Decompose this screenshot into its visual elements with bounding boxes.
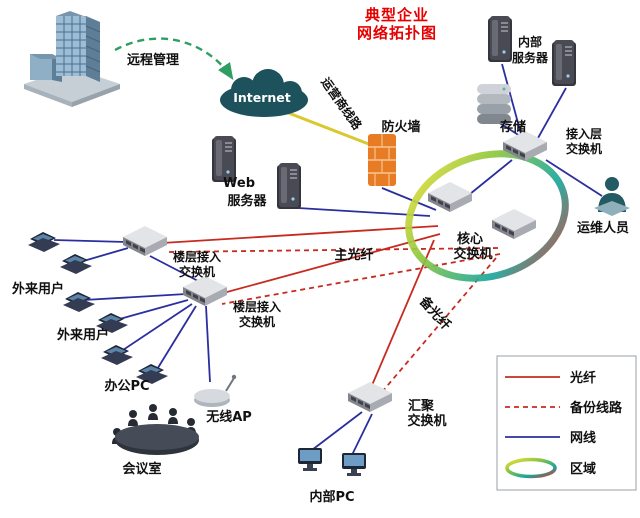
legend-zone-ring xyxy=(505,457,557,479)
wireless-ap-label: 无线AP xyxy=(205,409,252,425)
internal-pc-icon xyxy=(298,448,322,471)
external-user-1-label: 外来用户 xyxy=(11,281,64,297)
internal-pc-label: 内部PC xyxy=(309,489,354,505)
wireless-ap-icon xyxy=(194,374,237,407)
access-ops-link xyxy=(545,159,603,197)
carrier-line-label: 运营商线路 xyxy=(318,75,365,134)
internet-label: Internet xyxy=(233,90,291,105)
legend-cable-label: 网线 xyxy=(570,430,596,446)
floor-switch-1-label-1: 楼层接入 xyxy=(173,249,221,264)
core-switch-icon xyxy=(492,209,536,239)
firewall-icon xyxy=(367,133,397,187)
main-fiber-label: 主光纤 xyxy=(334,247,373,263)
internal-server-label-2: 服务器 xyxy=(512,50,549,65)
aggregation-switch-icon xyxy=(348,382,392,412)
floor-access-switch-icon xyxy=(123,226,167,256)
internal-server-label-1: 内部 xyxy=(518,34,542,49)
internal-pc-icon xyxy=(342,453,366,476)
internal-server-access-link xyxy=(537,87,567,139)
web-server-label-1: Web xyxy=(223,176,255,191)
floor-switch-2-label-2: 交换机 xyxy=(239,314,275,329)
floor-access-switch-icon xyxy=(183,276,227,306)
meeting-room-label: 会议室 xyxy=(122,461,161,477)
core-floor1-backup-link xyxy=(167,247,499,253)
floor2-officepc1-link xyxy=(119,303,193,353)
floor1-laptop2-link xyxy=(79,247,129,263)
external-user-laptop-icon xyxy=(60,254,92,274)
core-floor2-fiber-link xyxy=(215,233,441,296)
firewall-core-link xyxy=(381,187,437,211)
legend-fiber-label: 光纤 xyxy=(569,370,596,386)
core-floor2-backup-link xyxy=(221,253,501,305)
office-pc-label: 办公PC xyxy=(104,378,149,394)
building-icon xyxy=(24,11,120,107)
floor1-floor2-link xyxy=(149,255,201,283)
external-user-laptop-icon xyxy=(28,232,60,252)
core-access-link xyxy=(469,159,513,195)
core-switch-label-1: 核心 xyxy=(457,231,483,247)
web-server-label-2: 服务器 xyxy=(227,193,267,209)
floor2-ap-link xyxy=(205,305,211,383)
legend-box xyxy=(496,355,637,491)
internal-server-icon xyxy=(488,16,512,62)
floor-switch-1-label-2: 交换机 xyxy=(179,264,215,279)
firewall-label: 防火墙 xyxy=(381,119,420,135)
remote-management-link xyxy=(114,37,234,80)
legend: 光纤 备份线路 网线 区域 xyxy=(496,355,637,491)
floor2-laptop4-link xyxy=(115,299,189,321)
core-zone-ring xyxy=(405,150,569,282)
access-layer-switch-label-1: 接入层 xyxy=(566,126,602,141)
aggregation-switch-label-1: 汇聚 xyxy=(408,399,435,414)
meeting-room-icon xyxy=(112,404,199,455)
diagram-title-line1: 典型企业 xyxy=(365,6,429,24)
floor1-laptop1-link xyxy=(53,239,127,243)
internet-cloud-icon xyxy=(220,69,308,117)
access-layer-switch-label-2: 交换机 xyxy=(566,141,602,156)
storage-access-link xyxy=(497,121,521,137)
ops-staff-icon xyxy=(594,177,630,216)
legend-zone-label: 区域 xyxy=(570,461,596,477)
legend-backup-label: 备份线路 xyxy=(569,400,623,416)
floor2-laptop3-link xyxy=(83,293,187,301)
agg-internalpc2-link xyxy=(351,413,373,456)
external-user-laptop-icon xyxy=(63,292,95,312)
agg-internalpc1-link xyxy=(311,411,363,451)
aggregation-switch-label-2: 交换机 xyxy=(407,413,446,429)
core-switch-label-2: 交换机 xyxy=(453,246,492,262)
ops-staff-label: 运维人员 xyxy=(577,220,629,236)
core-agg-fiber-link xyxy=(369,239,435,391)
storage-icon xyxy=(477,84,511,124)
diagram-title-line2: 网络拓扑图 xyxy=(357,24,437,42)
external-user-2-label: 外来用户 xyxy=(56,327,109,343)
remote-management-label: 远程管理 xyxy=(127,52,179,68)
core-switch-icon xyxy=(428,182,472,212)
storage-label: 存储 xyxy=(500,119,526,135)
internal-server-icon xyxy=(552,40,576,86)
devices xyxy=(24,11,630,476)
carrier-line-link xyxy=(285,110,380,150)
core-floor1-fiber-link xyxy=(161,225,439,244)
web-server-icon xyxy=(277,163,301,209)
office-pc-laptop-icon xyxy=(101,345,133,365)
internal-server2-access-link xyxy=(501,63,522,135)
floor-switch-2-label-1: 楼层接入 xyxy=(233,299,281,314)
floor2-officepc2-link xyxy=(155,305,197,372)
